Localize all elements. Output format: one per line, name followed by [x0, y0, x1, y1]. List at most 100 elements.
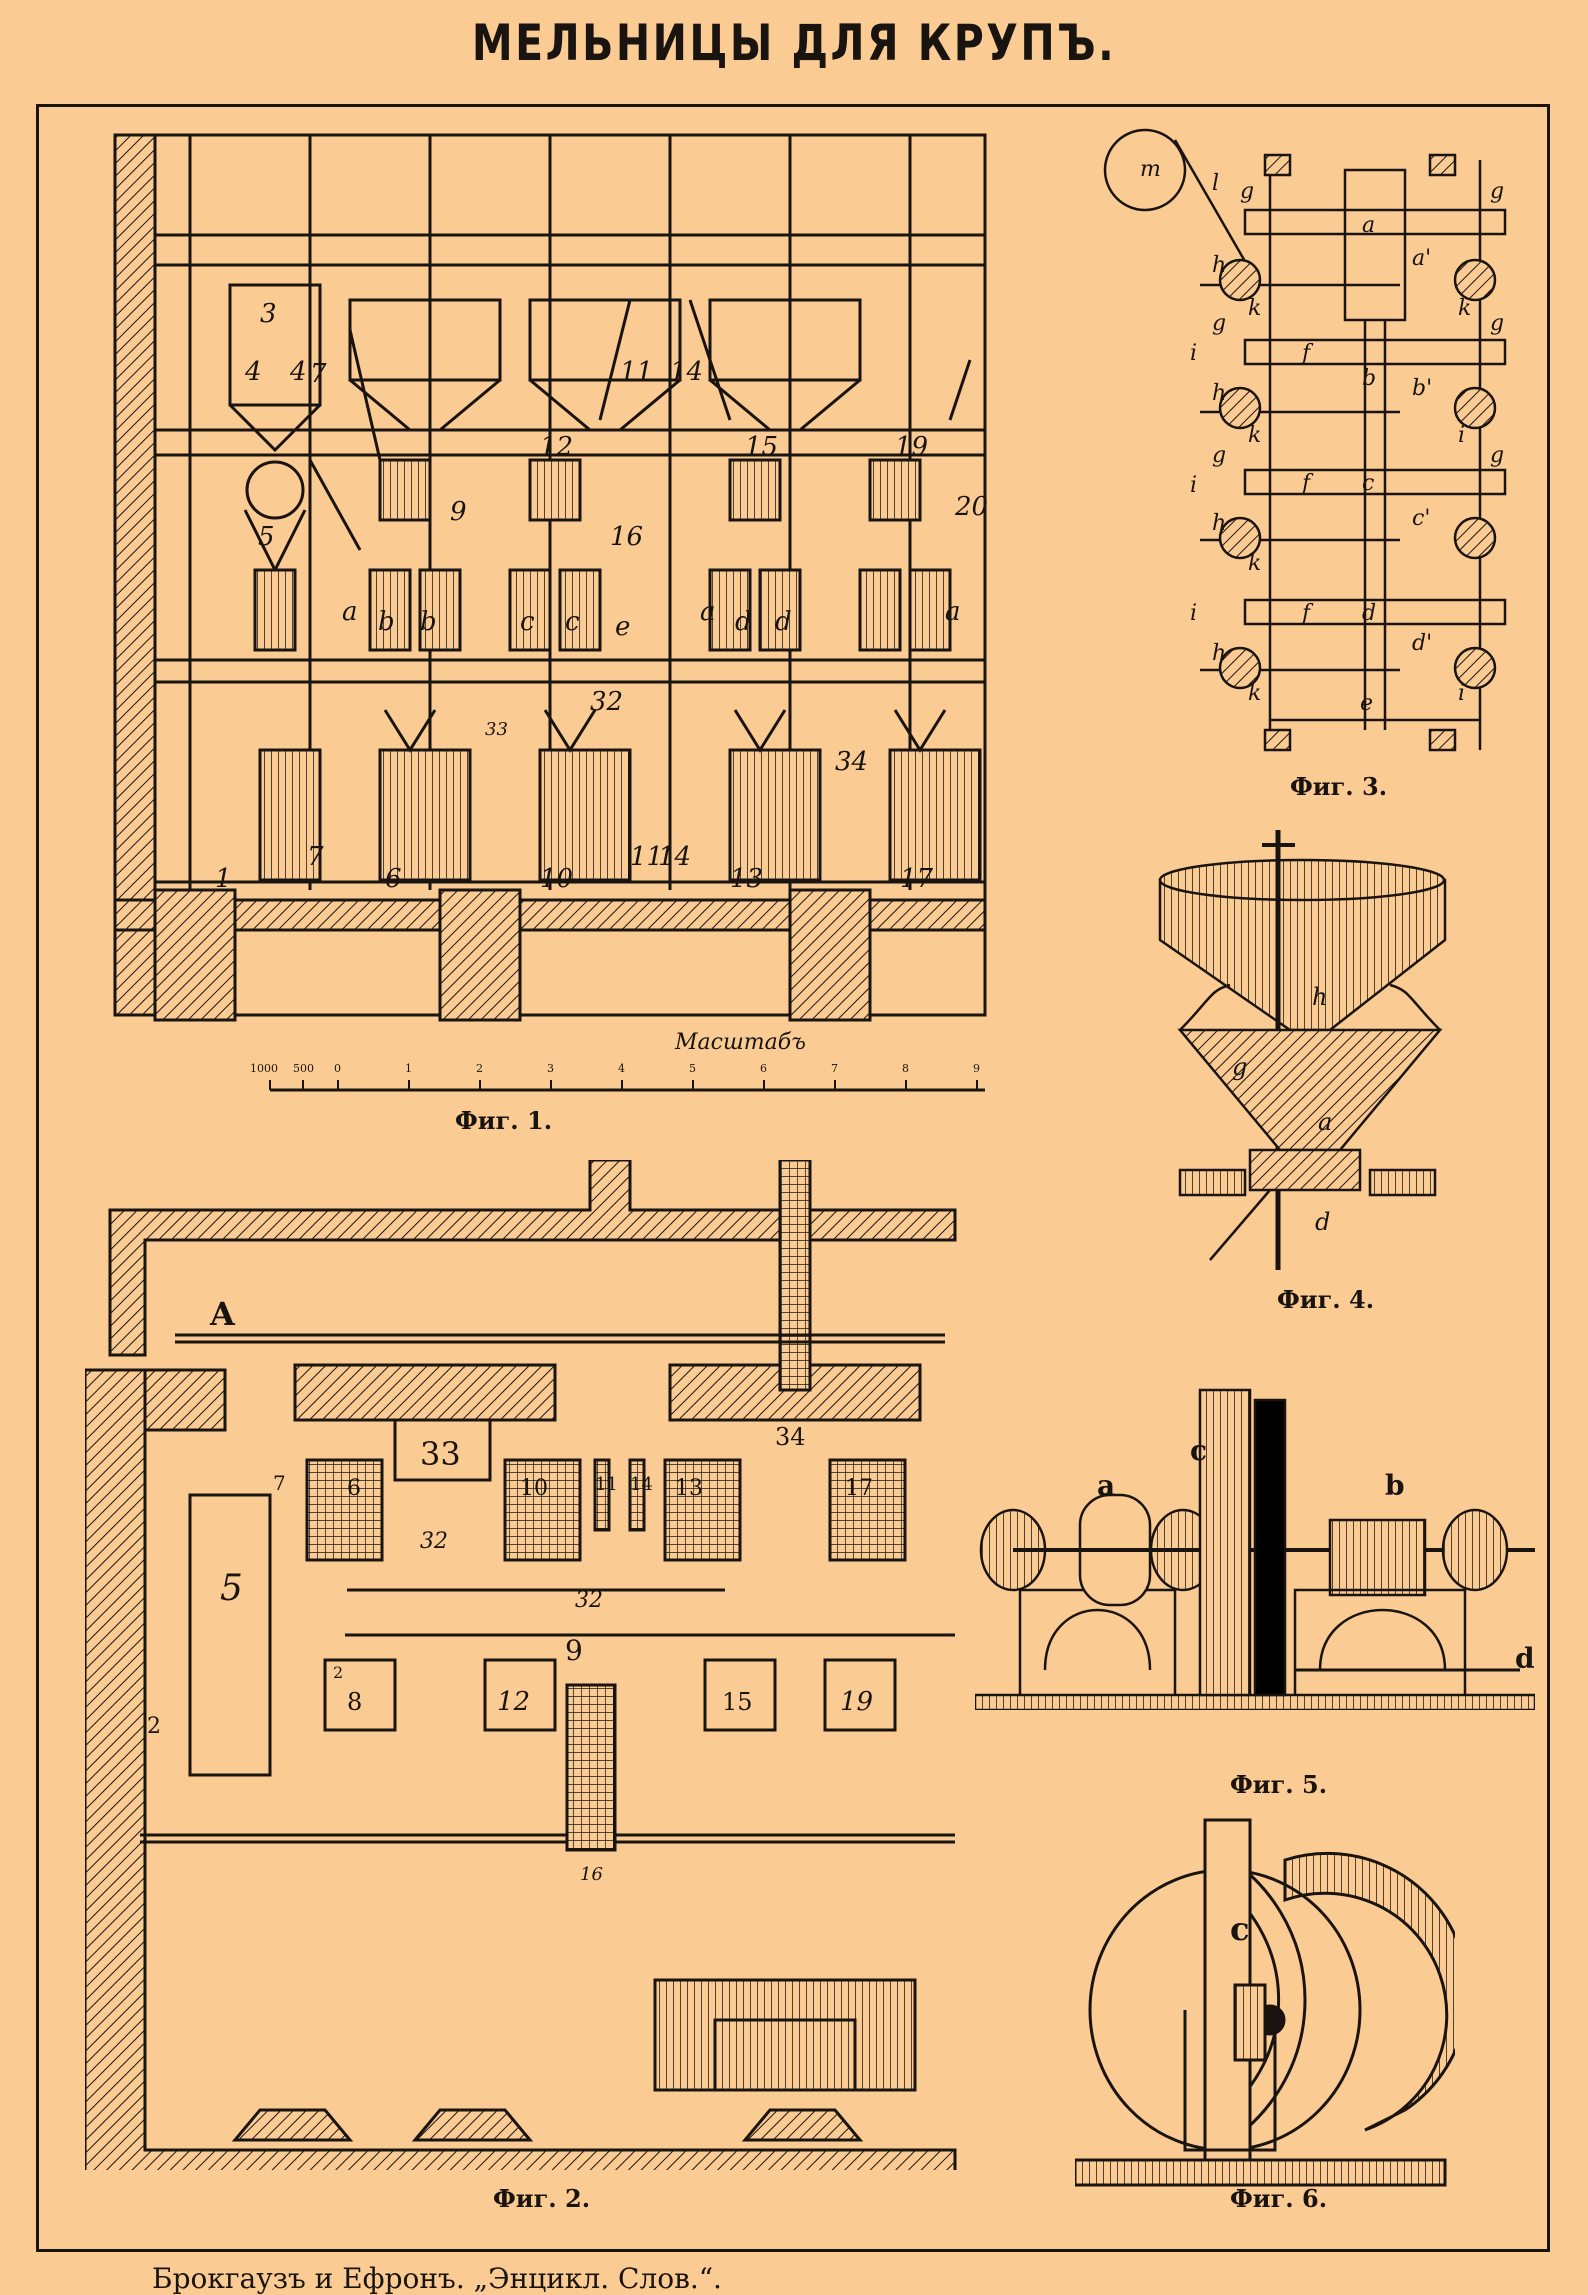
- figure-3-caption: Фиг. 3.: [1290, 772, 1388, 801]
- fig1-label-30: 11: [630, 842, 663, 872]
- fig3-label-2: g: [1240, 179, 1254, 204]
- fig2-label-12: 32: [575, 1588, 603, 1613]
- fig3-label-25: k: [1248, 551, 1261, 576]
- fig1-label-2: 4: [289, 357, 307, 387]
- scale-tick-10: 8: [902, 1062, 909, 1075]
- scale-tick-5: 3: [547, 1062, 554, 1075]
- fig4-label-3: d: [1315, 1208, 1330, 1236]
- fig1-label-0: 3: [260, 299, 277, 329]
- fig5-label-2: b: [1385, 1469, 1405, 1502]
- fig3-label-5: a': [1412, 246, 1431, 271]
- fig2-label-13: 9: [565, 1634, 583, 1667]
- fig3-label-1: l: [1212, 171, 1219, 196]
- figure-6-detail: c: [1073, 1810, 1470, 2190]
- figure-5-drawing: a c b d: [973, 1388, 1537, 1712]
- fig4-label-0: h: [1312, 983, 1327, 1011]
- fig1-label-23: 32: [590, 687, 623, 717]
- figure-1-caption: Фиг. 1.: [455, 1106, 553, 1135]
- fig1-label-20: d: [735, 607, 752, 637]
- fig2-label-19: 2: [147, 1714, 161, 1739]
- fig2-label-15: 8: [347, 1688, 362, 1716]
- fig1-label-17: 16: [610, 522, 643, 552]
- figure-5-detail: a c b d: [973, 1370, 1537, 1712]
- fig1-label-10: 14: [670, 357, 703, 387]
- scale-tick-0: 1000: [250, 1062, 278, 1075]
- fig2-label-17: 15: [722, 1688, 753, 1716]
- fig3-label-31: k: [1248, 681, 1261, 706]
- fig3-label-7: k: [1248, 296, 1261, 321]
- fig3-label-24: h: [1212, 511, 1226, 536]
- fig2-label-2: 34: [775, 1423, 806, 1451]
- fig1-label-8: 9: [450, 497, 467, 527]
- fig2-label-8: 13: [675, 1476, 703, 1501]
- fig1-label-24: 33: [485, 719, 508, 740]
- fig3-label-20: i: [1190, 473, 1197, 498]
- fig1-label-28: 6: [385, 864, 402, 894]
- fig3-label-23: f: [1300, 471, 1314, 496]
- scale-tick-7: 5: [689, 1062, 696, 1075]
- fig1-label-26: 1: [215, 864, 232, 894]
- scale-tick-9: 7: [831, 1062, 838, 1075]
- fig3-label-32: i: [1458, 681, 1465, 706]
- fig3-label-9: g: [1212, 311, 1226, 336]
- scale-tick-6: 4: [618, 1062, 625, 1075]
- fig5-label-0: a: [1097, 1469, 1115, 1502]
- fig3-label-3: g: [1490, 179, 1504, 204]
- figure-1-elevation: 3 4 4 7 5 a b b 9 11 14 12 15 19 20 c c …: [110, 130, 990, 1030]
- fig1-label-29: 10: [540, 864, 573, 894]
- fig3-label-19: g: [1490, 443, 1504, 468]
- fig3-label-4: a: [1362, 213, 1375, 238]
- fig2-label-18: 19: [840, 1687, 873, 1717]
- fig5-label-1: c: [1190, 1434, 1207, 1467]
- fig3-label-33: e: [1360, 691, 1373, 716]
- scale-tick-11: 9: [973, 1062, 980, 1075]
- fig2-label-6: 11: [595, 1474, 618, 1495]
- fig1-label-33: 17: [900, 864, 934, 894]
- fig5-label-3: d: [1515, 1642, 1535, 1675]
- figure-2-drawing: A 33 34 7 6 10 11 14 13 17 5 32 32 9 2 8…: [83, 1158, 957, 2177]
- fig1-label-7: b: [420, 607, 437, 637]
- fig3-label-18: g: [1212, 443, 1226, 468]
- plate-frame: [36, 104, 1550, 2252]
- fig2-label-20: 16: [580, 1864, 603, 1885]
- fig3-label-10: f: [1300, 341, 1314, 366]
- fig3-label-22: c': [1412, 506, 1430, 531]
- figure-6-drawing: c: [1073, 1818, 1470, 2187]
- fig1-label-14: 20: [954, 492, 988, 522]
- scale-label: Масштабъ: [675, 1030, 806, 1055]
- fig4-label-1: g: [1232, 1053, 1247, 1081]
- fig1-label-4: 5: [258, 522, 275, 552]
- figure-5-caption: Фиг. 5.: [1230, 1770, 1328, 1799]
- fig1-label-11: 12: [540, 432, 573, 462]
- fig1-label-27: 7: [307, 842, 324, 872]
- fig1-label-16: c: [565, 607, 580, 637]
- scale-tick-4: 2: [476, 1062, 483, 1075]
- figure-4-drawing: h g a d: [1158, 830, 1447, 1270]
- fig2-label-5: 10: [520, 1476, 548, 1501]
- fig2-label-10: 5: [220, 1568, 243, 1609]
- fig3-label-16: k: [1248, 423, 1261, 448]
- scale-bar: Масштабъ 1000 500 0 1 2 3 4 5 6 7 8 9: [250, 1030, 990, 1100]
- fig3-label-8: k: [1458, 296, 1471, 321]
- fig1-label-15: c: [520, 607, 535, 637]
- fig2-label-11: 32: [420, 1529, 448, 1554]
- figure-2-plan: A 33 34 7 6 10 11 14 13 17 5 32 32 9 2 8…: [83, 1158, 965, 2177]
- fig2-label-1: 33: [420, 1435, 461, 1473]
- scale-tick-3: 1: [405, 1062, 412, 1075]
- fig3-label-14: b': [1412, 376, 1432, 401]
- fig2-label-9: 17: [845, 1476, 873, 1501]
- scale-tick-2: 0: [334, 1062, 341, 1075]
- fig1-label-13: 19: [895, 432, 928, 462]
- fig1-left-wall: [113, 133, 157, 1017]
- figure-3-detail: m l g g a a' h k k g f g i b b' h k i g …: [1100, 120, 1520, 770]
- fig3-label-11: g: [1490, 311, 1504, 336]
- fig1-label-25: 34: [835, 747, 868, 777]
- figure-2-caption: Фиг. 2.: [493, 2184, 591, 2213]
- fig2-label-4: 6: [347, 1476, 361, 1501]
- publisher-credit: Брокгаузъ и Ефронъ. „Энцикл. Слов.“.: [152, 2262, 722, 2295]
- figure-3-drawing: m l g g a a' h k k g f g i b b' h k i g …: [1103, 128, 1507, 752]
- fig2-label-3: 7: [273, 1471, 286, 1495]
- fig1-label-3: 7: [310, 359, 327, 389]
- fig3-label-0: m: [1140, 157, 1161, 182]
- fig1-label-1: 4: [244, 357, 262, 387]
